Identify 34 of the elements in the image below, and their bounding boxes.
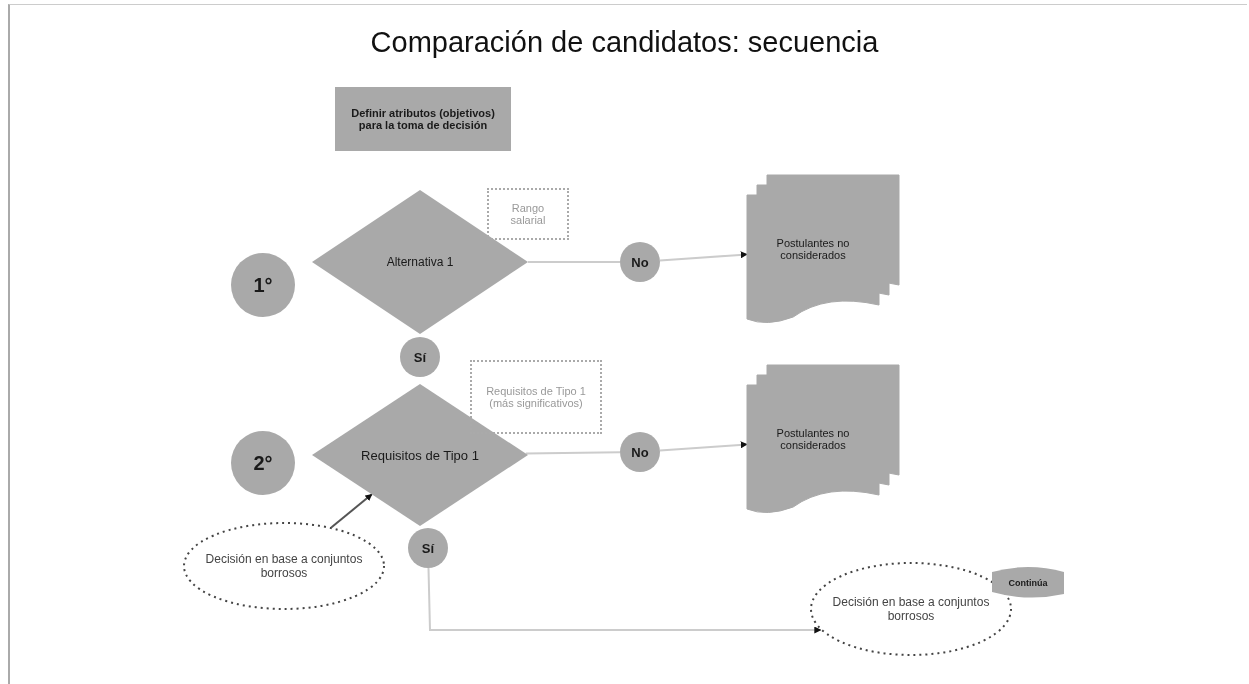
- node-label: Sí: [413, 349, 427, 365]
- answer-circle: [408, 528, 448, 568]
- node-label: Continúa: [1008, 578, 1048, 588]
- multi-document-shape: [747, 175, 899, 323]
- node-label: No: [631, 254, 649, 270]
- note-box: [487, 188, 569, 240]
- node-label: Sí: [421, 540, 435, 556]
- node-label: Postulantes no considerados: [775, 427, 851, 451]
- node-label: 1°: [253, 273, 273, 297]
- connector-line: [658, 441, 748, 452]
- dotted-ellipse: [183, 522, 385, 610]
- answer-circle: [620, 432, 660, 472]
- node-label: Definir atributos (objetivos) para la toma de decisión: [350, 107, 496, 131]
- process-box: [335, 87, 511, 151]
- answer-circle: [400, 337, 440, 377]
- connector-line: [658, 251, 748, 262]
- flag-tag: [992, 566, 1064, 600]
- connector-line: [330, 493, 373, 529]
- connector-line: [527, 261, 621, 263]
- connector-line: [427, 567, 822, 634]
- node-label: Rango salarial: [509, 202, 547, 226]
- node-label: Alternativa 1: [386, 255, 454, 269]
- diagram-title: Comparación de candidatos: secuencia: [369, 26, 880, 59]
- node-label: Decisión en base a conjuntos borrosos: [831, 595, 991, 623]
- node-label: Requisitos de Tipo 1: [361, 447, 479, 463]
- connector-line: [524, 451, 621, 455]
- node-label: Decisión en base a conjuntos borrosos: [204, 552, 364, 580]
- node-label: No: [631, 444, 649, 460]
- answer-circle: [620, 242, 660, 282]
- node-label: 2°: [253, 451, 273, 475]
- multi-document-shape: [747, 365, 899, 513]
- node-label: Postulantes no considerados: [775, 237, 851, 261]
- node-label: Requisitos de Tipo 1 (más significativos): [485, 385, 587, 409]
- note-box: [470, 360, 602, 434]
